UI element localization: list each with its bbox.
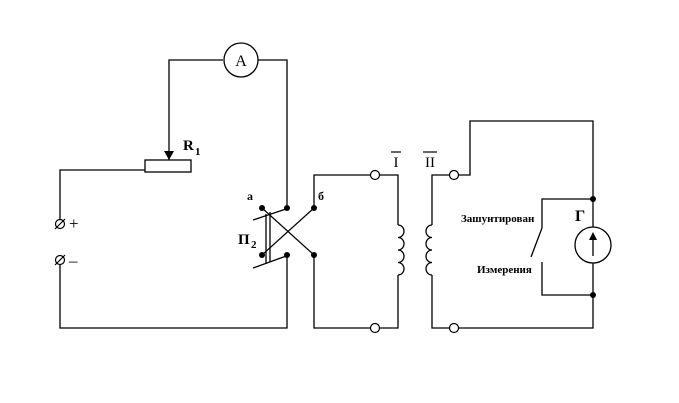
measure-label: Измерения: [477, 264, 532, 276]
secondary-coil: [425, 224, 433, 276]
plus-terminal: [54, 218, 66, 230]
contact-a-label: а: [247, 189, 253, 203]
ammeter: [223, 42, 288, 205]
plus-label: +: [69, 214, 79, 233]
reversing-switch: [252, 205, 317, 269]
contact-b-label: б: [318, 189, 324, 203]
rheostat: [144, 59, 223, 173]
galvanometer: [574, 226, 612, 264]
switch-subscript: 2: [251, 239, 257, 251]
svg-text:II: II: [425, 155, 435, 171]
rheostat-label: R: [183, 138, 194, 154]
primary-circuit: [313, 169, 399, 334]
primary-coil: [397, 224, 405, 276]
minus-terminal: [54, 254, 66, 266]
rheostat-subscript: 1: [195, 146, 201, 158]
shunted-label: Зашунтирован: [461, 213, 535, 225]
supply-wires: [59, 169, 288, 329]
svg-text:I: I: [394, 155, 399, 171]
winding-1-label: I: [391, 151, 401, 171]
winding-2-label: II: [423, 151, 437, 171]
secondary-circuit: [431, 120, 596, 334]
ammeter-label: A: [235, 53, 247, 70]
switch-label: П: [238, 232, 250, 248]
galvanometer-label: Г: [575, 208, 585, 225]
minus-label: –: [68, 251, 78, 270]
